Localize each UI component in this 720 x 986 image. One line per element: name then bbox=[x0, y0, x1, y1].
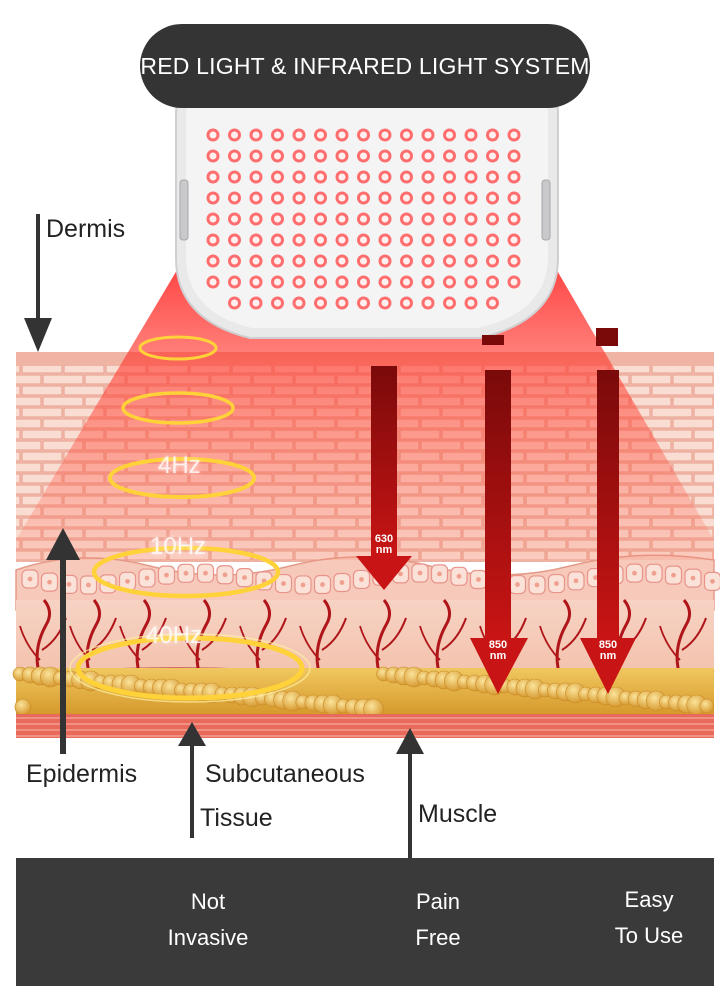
led-array bbox=[206, 128, 521, 310]
wavelength-label-630: 630 nm bbox=[370, 534, 398, 556]
feature-line2: Invasive bbox=[167, 925, 249, 950]
wavelength-unit: nm bbox=[375, 544, 393, 556]
wavelength-label-850-b: 850 nm bbox=[594, 640, 622, 662]
frequency-label-40hz: 40Hz bbox=[146, 622, 203, 649]
epidermis-arrow bbox=[46, 528, 80, 754]
muscle-arrow bbox=[396, 728, 424, 858]
frequency-label-4hz: 4Hz bbox=[158, 452, 201, 479]
led-device bbox=[175, 95, 559, 339]
subcutaneous-arrow bbox=[178, 722, 206, 838]
features-footer bbox=[16, 858, 714, 986]
epidermis-label: Epidermis bbox=[26, 760, 138, 788]
arrow-630nm bbox=[356, 366, 412, 590]
wavelength-value: 630 bbox=[374, 533, 394, 545]
wavelength-unit: nm bbox=[599, 650, 617, 662]
feature-easy-to-use: Easy To Use bbox=[604, 882, 694, 954]
frequency-rings bbox=[69, 335, 311, 703]
wavelength-value: 850 bbox=[488, 639, 508, 651]
page-title: RED LIGHT & INFRARED LIGHT SYSTEM bbox=[140, 24, 590, 108]
light-beam bbox=[16, 255, 714, 560]
wavelength-label-850-a: 850 nm bbox=[484, 640, 512, 662]
dermis-label: Dermis bbox=[46, 215, 126, 243]
wavelength-value: 850 bbox=[598, 639, 618, 651]
feature-not-invasive: Not Invasive bbox=[158, 884, 258, 956]
subcutaneous-label-line2: Tissue bbox=[200, 804, 273, 832]
arrow-850nm-1 bbox=[470, 335, 528, 694]
feature-line1: Pain bbox=[415, 889, 461, 914]
dermis-arrow bbox=[24, 214, 52, 352]
feature-pain-free: Pain Free bbox=[398, 884, 478, 956]
feature-line2: To Use bbox=[614, 923, 684, 948]
feature-line1: Easy bbox=[624, 887, 674, 912]
feature-line2: Free bbox=[415, 925, 461, 950]
frequency-label-10hz: 10Hz bbox=[150, 533, 207, 560]
feature-line1: Not bbox=[190, 889, 226, 914]
muscle-label: Muscle bbox=[418, 800, 498, 828]
arrow-850nm-2 bbox=[580, 328, 636, 694]
subcutaneous-label-line1: Subcutaneous bbox=[205, 760, 365, 788]
wavelength-unit: nm bbox=[489, 650, 507, 662]
